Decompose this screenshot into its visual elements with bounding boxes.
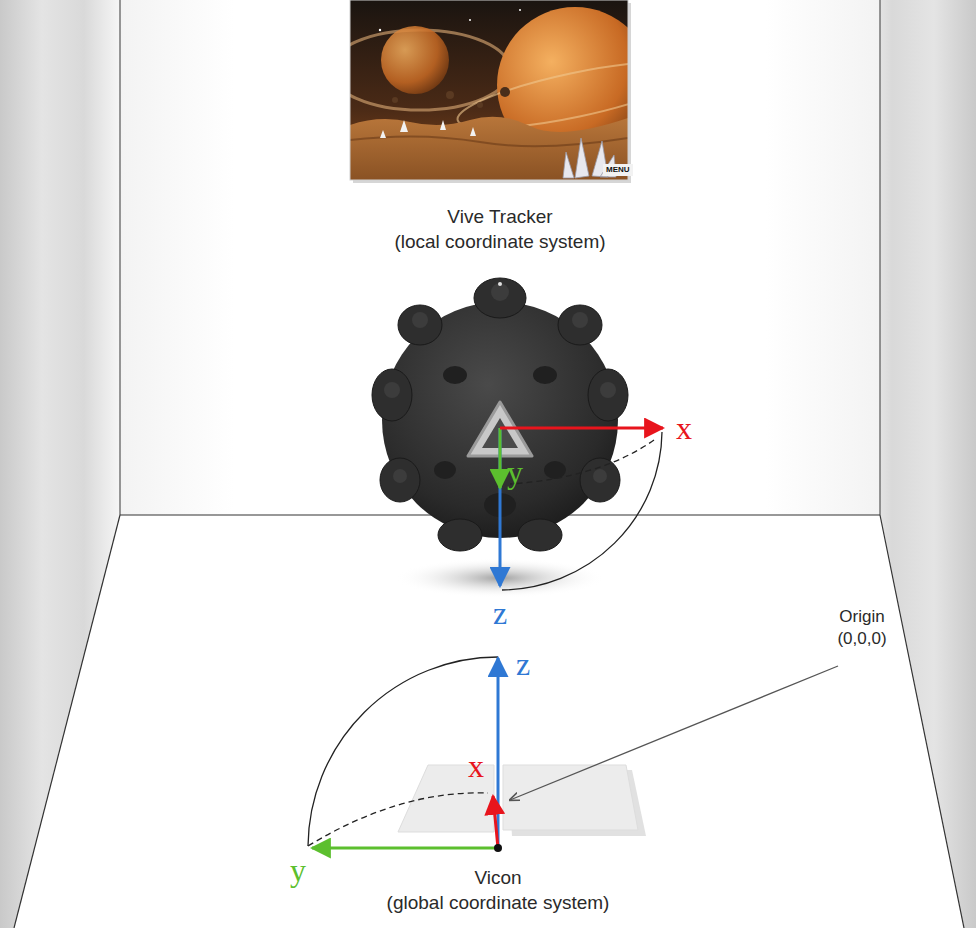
right-wall xyxy=(856,0,976,928)
axis-label: z xyxy=(516,648,530,680)
axis-label: y xyxy=(507,456,523,488)
axis-label: x xyxy=(676,412,692,444)
force-plates xyxy=(398,765,646,836)
vicon-caption: Vicon (global coordinate system) xyxy=(387,866,610,915)
screen-image xyxy=(330,0,697,183)
global-axes xyxy=(308,657,502,852)
axis-label: x xyxy=(468,750,484,782)
origin-leader-line xyxy=(510,666,838,800)
axis-label: z xyxy=(493,597,507,629)
screen-menu-label: MENU xyxy=(603,164,633,176)
back-wall xyxy=(120,0,880,515)
local-axes xyxy=(500,428,663,590)
left-wall xyxy=(0,0,120,928)
axis-label: y xyxy=(290,854,306,886)
tracker-caption: Vive Tracker (local coordinate system) xyxy=(394,205,605,254)
origin-label: Origin (0,0,0) xyxy=(837,606,886,650)
